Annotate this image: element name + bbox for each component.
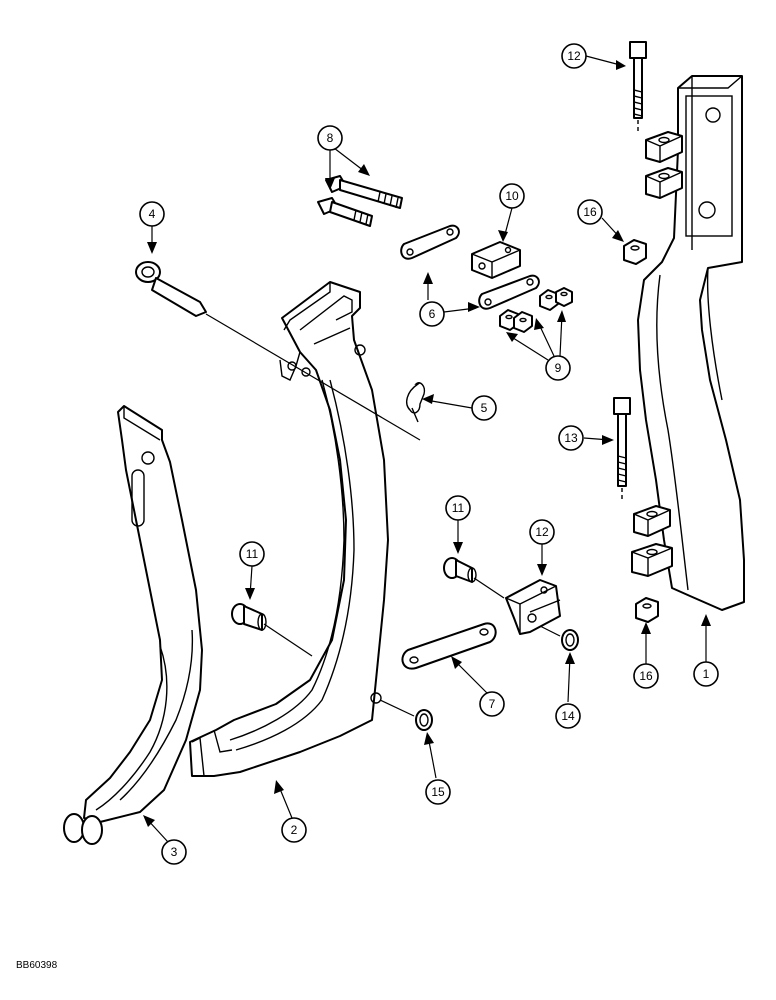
- callout-bubble-11-right: 11: [445, 495, 471, 521]
- svg-text:7: 7: [489, 697, 496, 711]
- callout-bubble-2: 2: [281, 817, 307, 843]
- callout-bubble-8: 8: [317, 125, 343, 151]
- clevis-part-13: [505, 579, 561, 635]
- callout-bubble-13: 12: [529, 519, 555, 545]
- svg-text:3: 3: [171, 845, 178, 859]
- callout-bubble-16-upper: 16: [577, 199, 603, 225]
- svg-text:11: 11: [246, 547, 259, 561]
- clamp-blocks-upper: [645, 131, 683, 199]
- nut-part-16-upper: [623, 239, 647, 265]
- svg-text:9: 9: [555, 361, 562, 375]
- svg-text:8: 8: [327, 131, 334, 145]
- link-part-6-upper: [400, 224, 460, 260]
- callout-bubble-4: 4: [139, 201, 165, 227]
- svg-text:6: 6: [429, 307, 436, 321]
- figure-code: BB60398: [16, 960, 58, 971]
- callout-bubble-5: 5: [471, 395, 497, 421]
- svg-text:5: 5: [481, 401, 488, 415]
- callout-bubble-11-left: 11: [239, 541, 265, 567]
- leader-lines: [143, 55, 711, 843]
- bolt-part-14: [629, 41, 647, 132]
- callout-bubble-1: 1: [693, 661, 719, 687]
- pin-part-11-left: [231, 603, 313, 657]
- callout-bubble-6: 6: [419, 301, 445, 327]
- callout-bubble-15: 13: [558, 425, 584, 451]
- link-part-6-lower: [478, 274, 540, 310]
- svg-text:10: 10: [505, 189, 519, 203]
- nut-part-16-lower: [635, 597, 659, 623]
- plate-part-3: [63, 405, 203, 845]
- clip-part-5: [406, 382, 426, 423]
- link-part-7: [401, 622, 497, 670]
- svg-text:16: 16: [583, 205, 597, 219]
- bolts-part-8: [317, 175, 403, 227]
- svg-text:12: 12: [567, 49, 581, 63]
- standard-part-2: [189, 281, 389, 777]
- callout-bubble-14: 12: [561, 43, 587, 69]
- bolt-part-15: [613, 397, 631, 502]
- callout-bubble-7: 7: [479, 691, 505, 717]
- callout-bubble-12-left: 15: [425, 779, 451, 805]
- block-part-10: [471, 241, 521, 279]
- callout-bubble-3: 3: [161, 839, 187, 865]
- svg-text:15: 15: [431, 785, 445, 799]
- svg-text:1: 1: [703, 667, 710, 681]
- nuts-part-9: [499, 287, 573, 333]
- svg-text:4: 4: [149, 207, 156, 221]
- svg-text:13: 13: [564, 431, 578, 445]
- ring-part-12-right: [539, 625, 579, 651]
- pin-part-4: [135, 261, 421, 441]
- shank-part-1: [637, 75, 745, 611]
- clamp-blocks-lower: [631, 505, 673, 577]
- callout-bubble-16-lower: 16: [633, 663, 659, 689]
- svg-text:12: 12: [535, 525, 549, 539]
- ring-part-12-left: [379, 699, 433, 731]
- svg-text:11: 11: [452, 501, 465, 515]
- callout-bubble-12-right: 14: [555, 703, 581, 729]
- svg-text:2: 2: [291, 823, 298, 837]
- pin-part-11-right: [443, 557, 505, 599]
- callout-bubble-10: 10: [499, 183, 525, 209]
- svg-text:14: 14: [561, 709, 575, 723]
- svg-text:16: 16: [639, 669, 653, 683]
- callout-bubble-9: 9: [545, 355, 571, 381]
